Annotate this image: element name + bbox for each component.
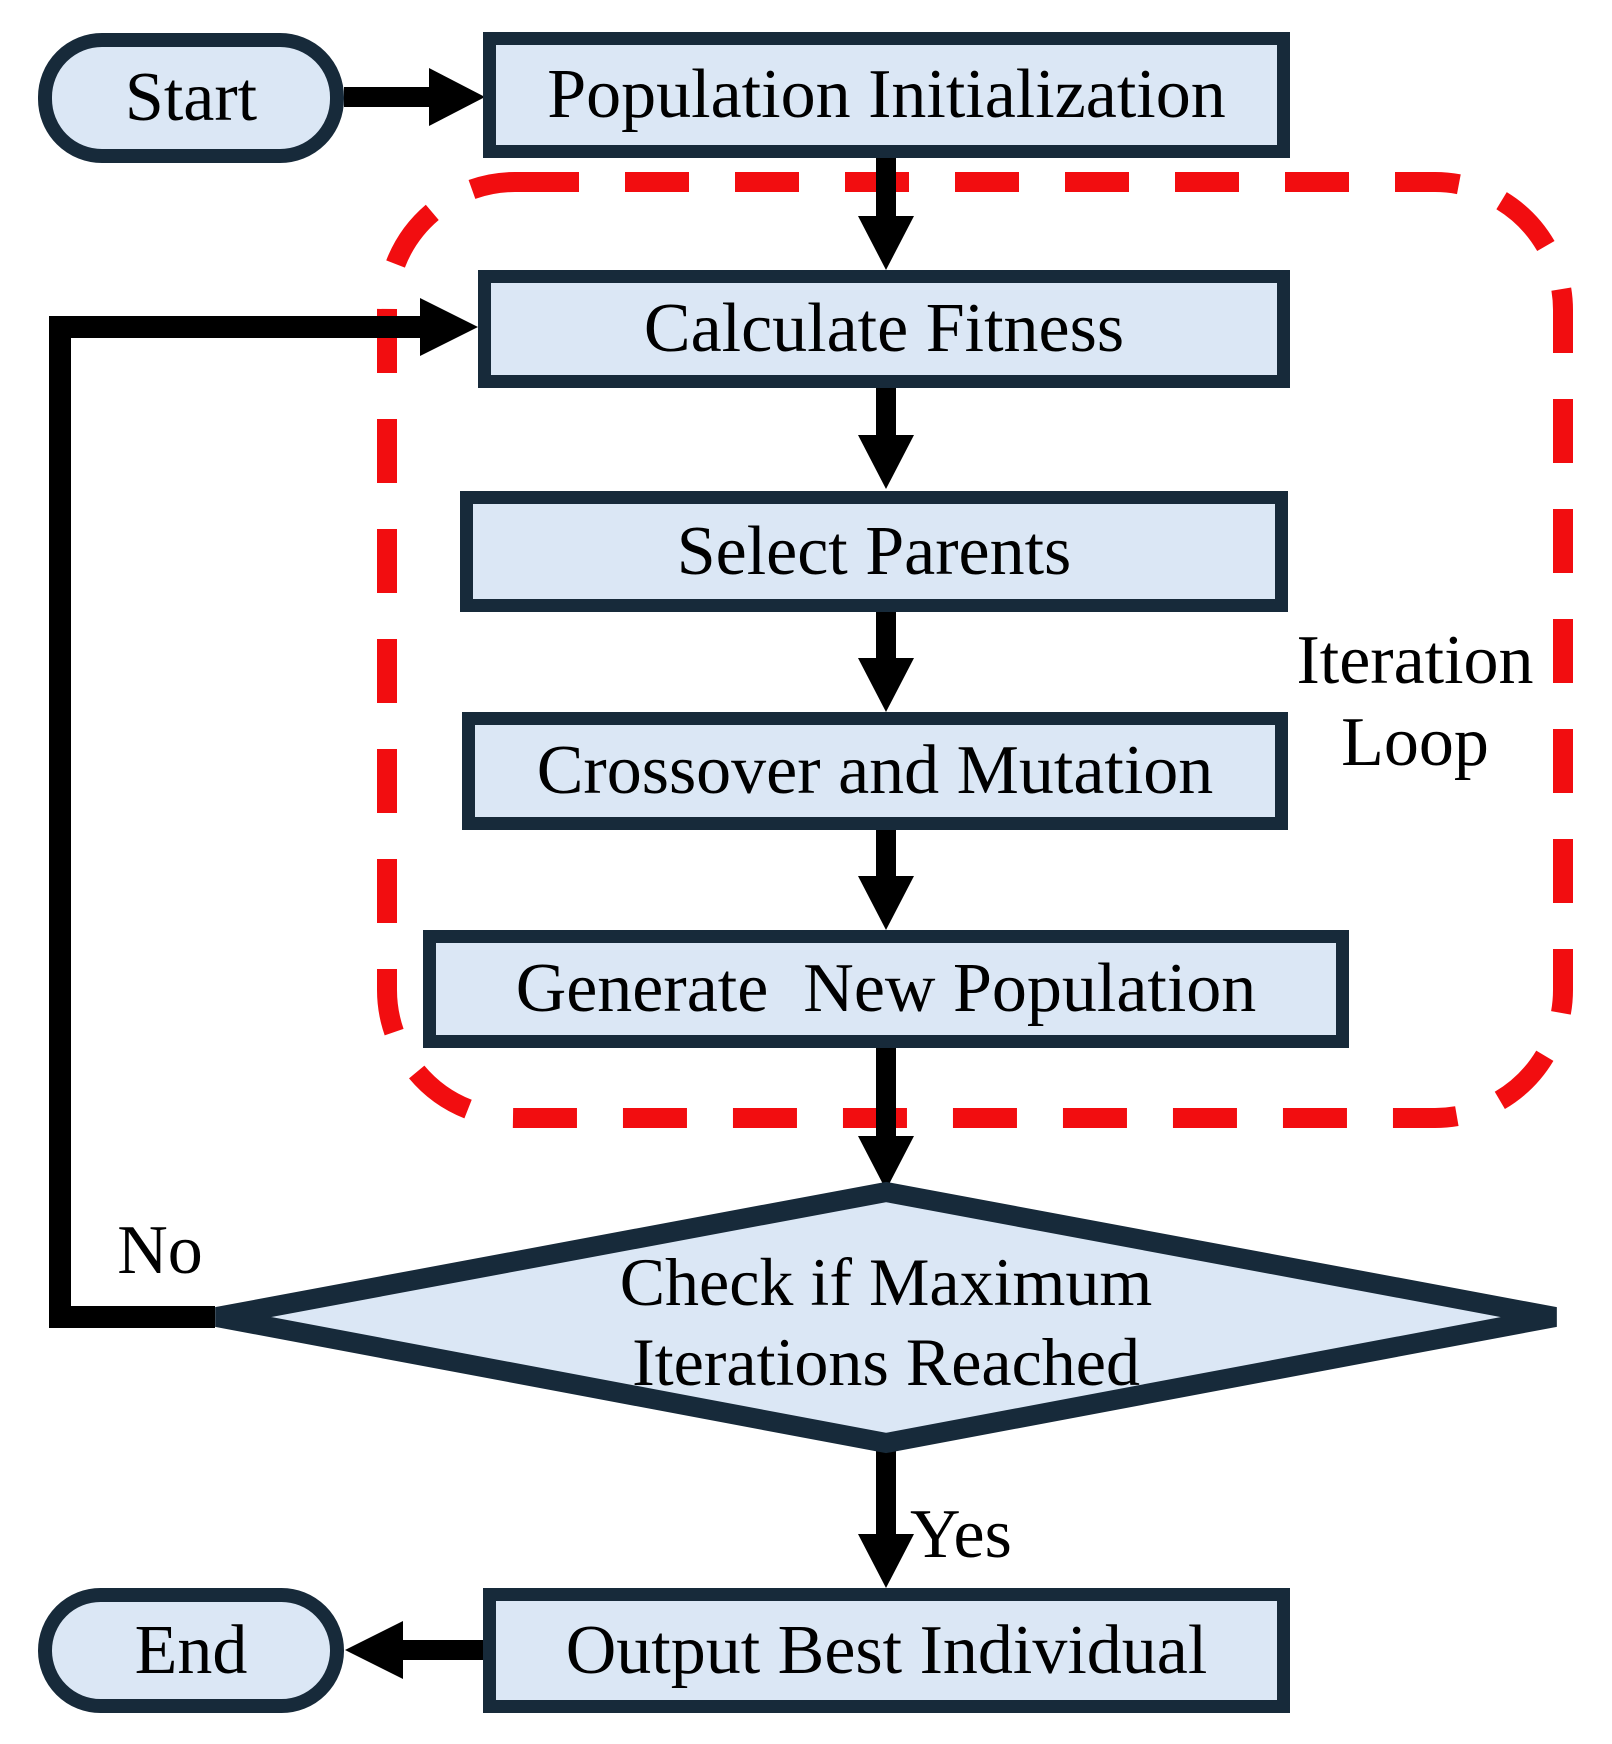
decision-label-line1: Check if Maximum [619,1244,1153,1320]
arrowhead-into-calculate-fitness [420,298,478,356]
decision-diamond-shape [215,1181,1557,1454]
node-generate-new-population-label: Generate New Population [515,950,1257,1027]
node-decision-label: Check if Maximum Iterations Reached [286,1242,1486,1402]
node-end: End [38,1588,344,1713]
node-end-label: End [134,1611,248,1689]
node-output-best-individual: Output Best Individual [483,1588,1290,1713]
node-select-parents: Select Parents [460,491,1288,612]
arrowhead-generate [858,876,914,930]
node-population-initialization: Population Initialization [483,32,1290,158]
arrowhead-output [858,1534,914,1588]
iteration-loop-label: Iteration Loop [1250,620,1580,784]
node-crossover-and-mutation: Crossover and Mutation [462,712,1288,830]
edge-no-feedback [49,316,420,1328]
node-calculate-fitness: Calculate Fitness [478,270,1290,388]
arrowhead-end [345,1621,403,1679]
node-crossover-and-mutation-label: Crossover and Mutation [536,732,1214,809]
node-select-parents-label: Select Parents [676,512,1072,590]
arrowhead-crossover [858,658,914,712]
iteration-loop-label-line2: Loop [1341,704,1489,781]
arrowhead-select [858,435,914,489]
node-generate-new-population: Generate New Population [423,930,1349,1048]
arrowhead-into-population [429,68,485,126]
arrowhead-decision [858,1136,914,1190]
node-calculate-fitness-label: Calculate Fitness [643,290,1125,367]
edge-label-no: No [117,1212,203,1289]
node-start-label: Start [124,59,258,136]
node-population-initialization-label: Population Initialization [547,56,1226,133]
decision-label-line2: Iterations Reached [632,1324,1140,1400]
arrowhead-calculate [858,216,914,270]
iteration-loop-label-line1: Iteration [1296,622,1534,699]
node-start: Start [38,33,344,163]
edge-label-yes: Yes [910,1496,1012,1573]
iteration-loop-boundary [377,172,1573,1128]
node-output-best-individual-label: Output Best Individual [565,1611,1208,1689]
